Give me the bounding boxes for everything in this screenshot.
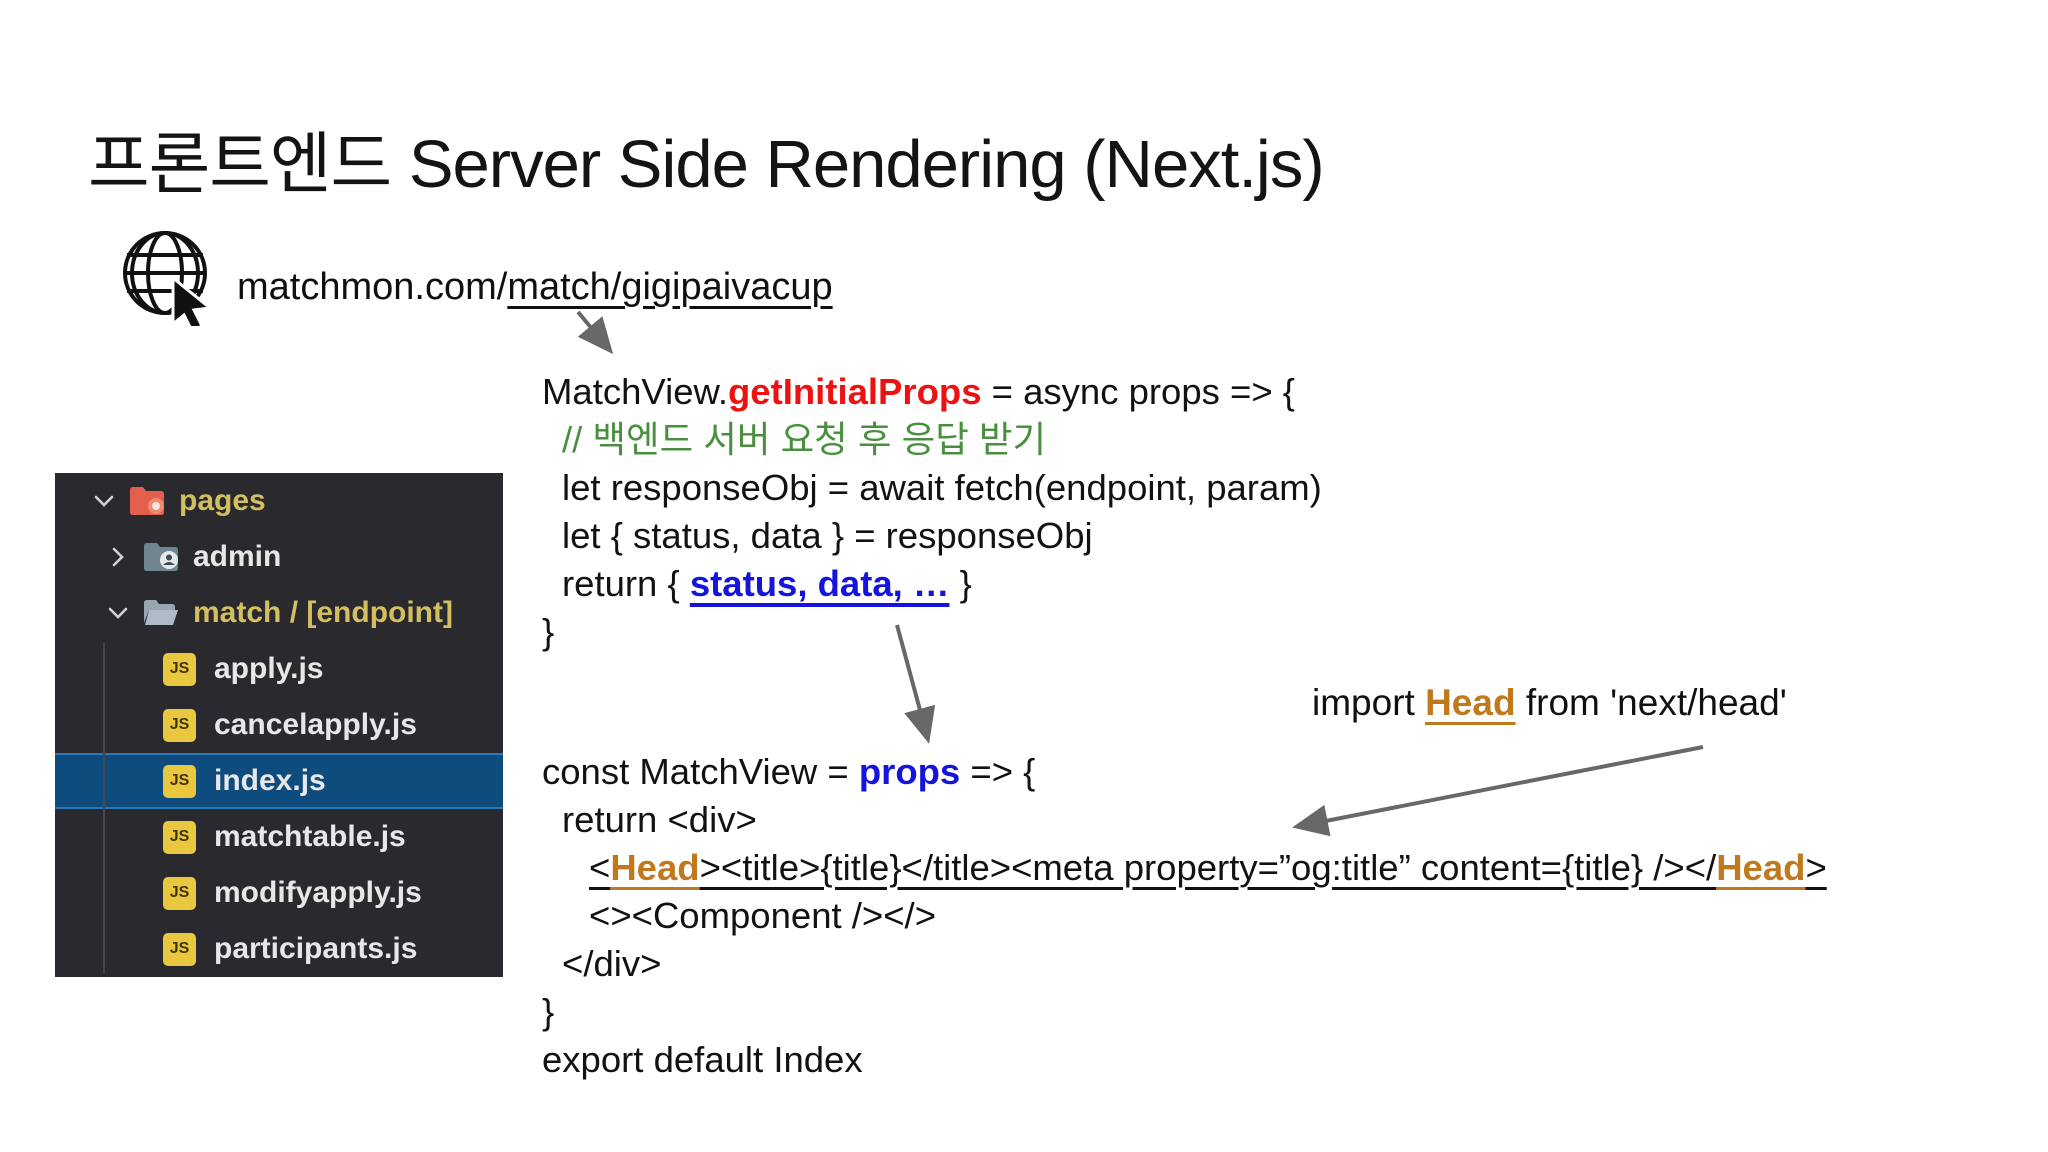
tree-item-index-js-selected[interactable]: JS index.js (55, 753, 503, 809)
getinitialprops-keyword: getInitialProps (727, 371, 982, 412)
tree-item-cancelapply-js[interactable]: JS cancelapply.js (55, 697, 503, 753)
import-head-note: import Head from 'next/head' (1312, 682, 1787, 724)
tree-item-match-endpoint[interactable]: match / [endpoint] (55, 585, 503, 641)
tree-item-pages[interactable]: pages (55, 473, 503, 529)
tree-item-label: cancelapply.js (214, 708, 417, 741)
code-line: let { status, data } = responseObj (562, 515, 1093, 556)
tree-item-label: participants.js (214, 932, 418, 965)
arrow-url-to-code (576, 310, 614, 355)
code-text: => { (960, 751, 1036, 792)
code-block-matchview: const MatchView = props => { return <div… (542, 748, 1827, 1084)
code-text: } (949, 563, 972, 604)
tree-item-label: apply.js (214, 652, 324, 685)
chevron-down-icon (91, 488, 117, 514)
page-title: 프론트엔드 Server Side Rendering (Next.js) (88, 127, 1325, 202)
url-path: match/gigipaivacup (507, 266, 833, 308)
code-line: MatchView.getInitialProps = async props … (542, 368, 1322, 416)
folder-admin-icon (143, 541, 179, 573)
tree-item-modifyapply-js[interactable]: JS modifyapply.js (55, 865, 503, 921)
head-keyword: Head (1425, 682, 1516, 723)
tree-item-matchtable-js[interactable]: JS matchtable.js (55, 809, 503, 865)
js-file-icon: JS (163, 652, 196, 686)
chevron-right-icon (105, 544, 131, 570)
code-text: from 'next/head' (1515, 682, 1787, 723)
tree-item-apply-js[interactable]: JS apply.js (55, 641, 503, 697)
code-line: return { status, data, … } (562, 560, 1322, 608)
indent-guide (103, 643, 105, 973)
tree-item-label: index.js (214, 764, 326, 797)
code-line: const MatchView = props => { (542, 748, 1827, 796)
code-text: MatchView. (542, 371, 728, 412)
code-line-head: <Head><title>{title}</title><meta proper… (589, 844, 1827, 892)
code-line: let responseObj = await fetch(endpoint, … (562, 467, 1322, 508)
code-line: </div> (562, 943, 662, 984)
url-domain: matchmon.com/ (237, 266, 508, 308)
code-text: import (1312, 682, 1426, 723)
url-text[interactable]: matchmon.com/match/gigipaivacup (237, 266, 833, 309)
code-line: } (542, 991, 555, 1032)
code-comment: // 백엔드 서버 요청 후 응답 받기 (562, 419, 1047, 460)
tree-item-label: pages (179, 484, 266, 517)
tree-item-label: admin (193, 540, 282, 573)
code-line: return <div> (562, 799, 757, 840)
js-file-icon: JS (163, 708, 196, 742)
code-text: < (589, 847, 611, 888)
code-text: = async props => { (981, 371, 1295, 412)
props-highlight: props (858, 751, 961, 792)
folder-open-icon (143, 597, 179, 629)
code-text: const MatchView = (542, 751, 859, 792)
js-file-icon: JS (163, 820, 196, 854)
js-file-icon: JS (163, 764, 196, 798)
code-text: ><title>{title}</title><meta property=”o… (699, 847, 1717, 888)
code-line: } (542, 611, 555, 652)
tree-item-admin[interactable]: admin (55, 529, 503, 585)
code-block-getinitialprops: MatchView.getInitialProps = async props … (542, 368, 1322, 656)
globe-icon (118, 226, 218, 334)
js-file-icon: JS (163, 932, 196, 966)
js-file-icon: JS (163, 876, 196, 910)
tree-item-label: match / [endpoint] (193, 596, 453, 629)
code-line: <><Component /></> (589, 895, 937, 936)
tree-item-label: matchtable.js (214, 820, 406, 853)
tree-item-participants-js[interactable]: JS participants.js (55, 921, 503, 977)
file-explorer-panel: pages admin match / [endpoint] JS apply.… (55, 473, 503, 977)
head-keyword: Head (1716, 847, 1806, 888)
folder-pages-icon (129, 485, 165, 517)
head-keyword: Head (610, 847, 700, 888)
chevron-down-icon (105, 600, 131, 626)
code-text: > (1805, 847, 1827, 888)
code-line: export default Index (542, 1039, 863, 1080)
code-text: return { (562, 563, 690, 604)
tree-item-label: modifyapply.js (214, 876, 422, 909)
status-data-highlight: status, data, … (689, 563, 950, 604)
